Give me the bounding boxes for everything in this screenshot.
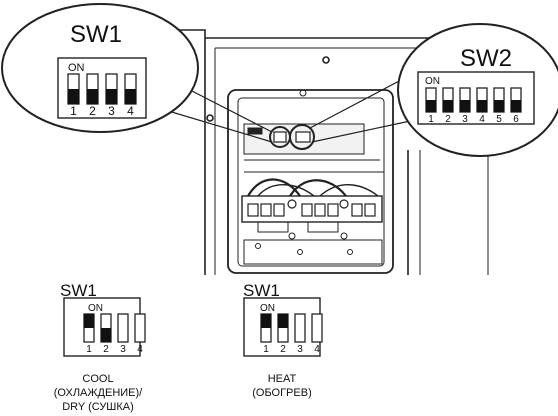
- control-box-screw: [299, 89, 307, 97]
- setting-cool-caption-3: DRY (СУШКА): [62, 401, 134, 413]
- pcb-sw2-chip: [295, 131, 311, 143]
- bracket-hole: [255, 243, 261, 249]
- dip-switch-slot: [311, 313, 323, 343]
- housing-screw-top: [322, 56, 330, 64]
- dip-switch-number: 1: [70, 104, 77, 118]
- leader-sw2-lower: [311, 119, 416, 143]
- dip-switch-knob: [87, 89, 98, 104]
- bracket-screw-1: [288, 232, 296, 240]
- lower-bracket: [243, 239, 383, 265]
- unit-housing: [175, 29, 489, 275]
- bracket-hole: [297, 249, 303, 255]
- dip-switch-number: 6: [513, 114, 519, 125]
- dip-switch-slot: [117, 313, 129, 343]
- dip-switch-knob: [511, 100, 521, 112]
- terminal-block: [301, 203, 313, 217]
- control-box: [227, 89, 394, 274]
- dip-switch-number: 4: [137, 344, 143, 355]
- dip-switch-knob: [494, 100, 504, 112]
- wire-3: [289, 179, 347, 197]
- clamp-left: [257, 221, 289, 233]
- leader-sw1-upper: [189, 89, 273, 133]
- dip-switch-number: 3: [120, 344, 126, 355]
- wire-4: [319, 184, 379, 197]
- dip-switch-number: 4: [127, 104, 134, 118]
- setting-cool-caption-1: COOL: [82, 373, 113, 385]
- callout-sw1-title: SW1: [70, 21, 122, 48]
- callout-sw2-on-label: ON: [425, 76, 440, 87]
- dip-switch-number: 3: [108, 104, 115, 118]
- dip-switch-slot: [134, 313, 146, 343]
- terminal-block: [273, 203, 285, 217]
- dip-switch-knob: [443, 100, 453, 112]
- terminal-block: [314, 203, 326, 217]
- dip-switch-knob: [477, 100, 487, 112]
- dip-switch-knob: [460, 100, 470, 112]
- dip-switch-number: 3: [297, 344, 303, 355]
- setting-heat-on-label: ON: [260, 303, 275, 314]
- dip-switch-number: 2: [280, 344, 286, 355]
- dip-switch-number: 1: [86, 344, 92, 355]
- dip-switch-number: 5: [496, 114, 502, 125]
- setting-cool-on-label: ON: [88, 303, 103, 314]
- dip-switch-knob: [261, 314, 271, 328]
- setting-cool-title: SW1: [60, 281, 97, 300]
- dip-switch-knob: [101, 328, 111, 342]
- callout-sw1-on-label: ON: [68, 62, 85, 74]
- dip-switch-knob: [278, 314, 288, 328]
- bracket-hole: [347, 249, 353, 255]
- clamp-right: [307, 221, 339, 233]
- terminal-block: [247, 203, 259, 217]
- control-box-frame: [227, 89, 394, 274]
- housing-left-edge: [175, 29, 206, 275]
- callout-sw2-title: SW2: [460, 45, 512, 72]
- leader-sw1-lower: [164, 109, 273, 143]
- pcb-chip: [247, 127, 263, 135]
- pcb-sw1-chip: [273, 131, 287, 143]
- control-box-inner: [237, 97, 385, 267]
- ground-screw-1: [287, 199, 297, 209]
- dip-switch-knob: [84, 314, 94, 328]
- terminal-block: [364, 203, 376, 217]
- dip-switch-number: 2: [103, 344, 109, 355]
- terminal-block: [260, 203, 272, 217]
- dip-switch-number: 4: [314, 344, 320, 355]
- dip-switch-number: 4: [479, 114, 485, 125]
- setting-heat-caption-2: (ОБОГРЕВ): [252, 387, 312, 399]
- wire-2: [257, 184, 315, 197]
- ground-screw-2: [339, 199, 349, 209]
- dip-switch-knob: [426, 100, 436, 112]
- pcb-sw2-ring: [289, 124, 315, 150]
- dip-switch-number: 3: [462, 114, 468, 125]
- setting-heat-title: SW1: [243, 281, 280, 300]
- dip-switch-knob: [106, 89, 117, 104]
- setting-cool-caption-2: (ОХЛАЖДЕНИЕ)/: [54, 387, 143, 399]
- bracket-screw-2: [340, 232, 348, 240]
- terminal-blocks: [247, 203, 376, 217]
- dip-switch-slot: [294, 313, 306, 343]
- terminal-block: [327, 203, 339, 217]
- housing-screw-left: [206, 114, 214, 122]
- dip-switch-number: 2: [89, 104, 96, 118]
- dip-switch-knob: [68, 89, 79, 104]
- wire-1: [247, 178, 301, 197]
- dip-switch-number: 2: [445, 114, 451, 125]
- dip-switch-knob: [125, 89, 136, 104]
- dip-switch-number: 1: [428, 114, 434, 125]
- dip-switch-number: 1: [263, 344, 269, 355]
- setting-heat-caption-1: HEAT: [268, 373, 297, 385]
- terminal-block: [351, 203, 363, 217]
